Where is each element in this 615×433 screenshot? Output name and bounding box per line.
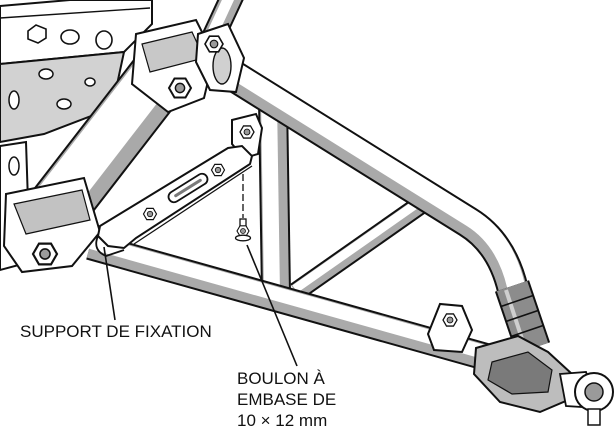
- rail-hole: [27, 24, 47, 44]
- gusset-hole: [8, 90, 20, 110]
- rail-hole: [60, 29, 80, 45]
- callout-flange-bolt-line-2: EMBASE DE: [237, 390, 337, 409]
- bracket-shaded-face: [13, 189, 91, 235]
- rail-plate-flange-edge: [0, 7, 151, 19]
- hex-bolt-icon: [204, 35, 224, 53]
- hex-bolt-icon: [239, 125, 255, 139]
- fitting-ring: [212, 47, 232, 85]
- leader-line-mounting-bracket: [103, 246, 116, 321]
- boot-body: [496, 280, 549, 354]
- gusset-hole: [56, 98, 72, 110]
- hex-bolt-icon: [442, 313, 458, 327]
- callout-label-mounting-bracket: SUPPORT DE FIXATION: [20, 322, 212, 341]
- knuckle-stud: [587, 408, 601, 426]
- flange-bolt: [234, 174, 252, 242]
- cylinder-top-bracket: [130, 18, 216, 114]
- boot-ring: [510, 324, 544, 338]
- bracket-slot-inner: [174, 178, 202, 198]
- lower-tube-tab: [426, 302, 474, 354]
- ball-joint-inner: [487, 351, 553, 395]
- boot-ring: [500, 294, 534, 308]
- gusset-plate-body: [0, 50, 126, 144]
- leader-lines: [103, 244, 298, 367]
- hex-nut-icon: [142, 207, 158, 221]
- tube-face: [216, 54, 544, 345]
- hex-nut-icon: [168, 77, 192, 99]
- callout-flange-bolt-line-1: BOULON À: [237, 369, 325, 388]
- tab-body: [426, 302, 474, 354]
- hex-nut-icon: [31, 242, 59, 266]
- leader-line-flange-bolt: [246, 244, 298, 367]
- mounting-bracket: [95, 144, 254, 257]
- side-plate-hole: [8, 156, 20, 176]
- bolt-flange: [234, 234, 252, 242]
- ball-joint: [472, 334, 614, 426]
- frame-gusset-plate: [0, 50, 126, 144]
- vertical-strut: [258, 99, 291, 295]
- frame-rail-plate: [0, 0, 153, 66]
- rail-hole: [95, 30, 113, 50]
- cross-strut: [290, 189, 436, 301]
- knuckle-eye-bore: [584, 382, 604, 402]
- boot-ring: [505, 309, 539, 323]
- cylinder-bottom-bracket: [2, 176, 102, 274]
- upper-arm-fitting: [194, 22, 246, 94]
- tube-face: [292, 191, 432, 293]
- callout-label-flange-bolt: BOULON À EMBASE DE 10 × 12 mm: [237, 368, 336, 431]
- gusset-hole: [38, 68, 54, 80]
- gusset-hole: [84, 77, 96, 87]
- bracket-plate-edge: [133, 165, 253, 245]
- tube-face: [261, 99, 280, 295]
- hex-nut-icon: [210, 163, 226, 177]
- callout-flange-bolt-line-3: 10 × 12 mm: [237, 411, 328, 430]
